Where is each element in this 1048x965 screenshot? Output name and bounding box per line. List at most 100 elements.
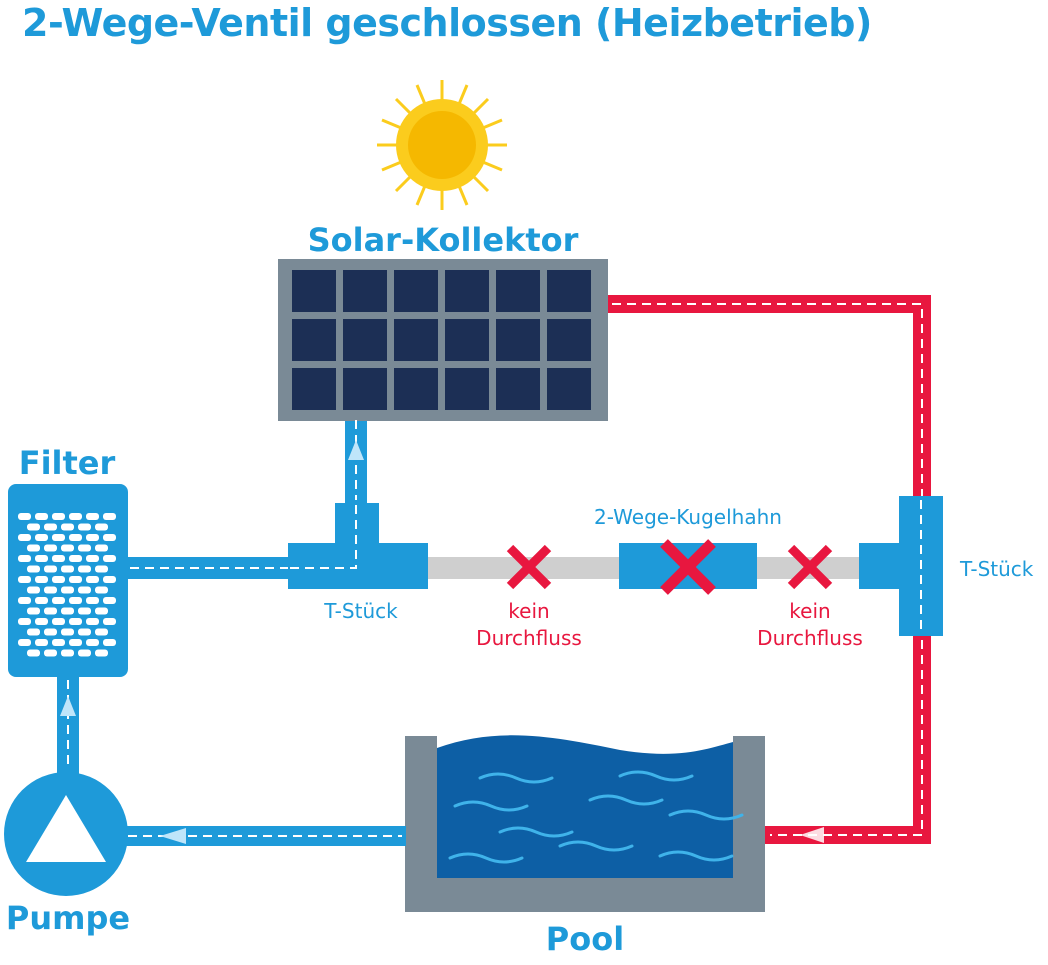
arrow-up-icon [348, 440, 364, 460]
solar-cell [343, 368, 387, 410]
filter-brick [78, 523, 91, 531]
pipe-pool-pump [110, 826, 406, 846]
filter-brick [18, 597, 31, 604]
cross-icon [660, 539, 716, 595]
filter-brick [35, 576, 48, 583]
filter-brick [44, 565, 57, 573]
filter-brick [95, 607, 108, 615]
filter-brick [35, 618, 48, 625]
filter-brick [61, 607, 74, 615]
filter-brick [78, 649, 91, 657]
filter-brick [86, 618, 99, 625]
filter-brick [103, 534, 116, 541]
solar-cell [292, 270, 336, 312]
filter-brick [95, 586, 108, 594]
filter-brick [86, 555, 99, 562]
tee-right-label: T-Stück [960, 557, 1034, 581]
pump-icon [4, 772, 128, 896]
filter-brick [61, 649, 74, 657]
filter-brick [103, 618, 116, 625]
filter-brick [18, 576, 31, 583]
pipe-hot-pool [763, 636, 931, 844]
filter-brick [69, 639, 82, 646]
solar-cell [445, 270, 489, 312]
filter-brick [52, 534, 65, 541]
filter-brick [69, 618, 82, 625]
solar-panel-icon [278, 259, 608, 421]
filter-brick [78, 565, 91, 573]
cross-icon [787, 544, 833, 590]
filter-brick [44, 544, 57, 552]
tee-left [288, 503, 428, 589]
solar-cell [394, 368, 438, 410]
solar-cell [343, 270, 387, 312]
filter-brick [86, 576, 99, 583]
filter-brick [61, 544, 74, 552]
filter-brick [35, 513, 48, 520]
filter-brick [95, 649, 108, 657]
filter-brick [52, 639, 65, 646]
filter-brick [103, 639, 116, 646]
filter-brick [69, 555, 82, 562]
filter-brick [61, 523, 74, 531]
filter-brick [18, 534, 31, 541]
filter-brick [86, 639, 99, 646]
no-flow-right-label: kein Durchfluss [757, 598, 863, 652]
filter-brick [78, 544, 91, 552]
filter-brick [69, 534, 82, 541]
sun-icon [377, 80, 507, 210]
filter-brick [27, 565, 40, 573]
no-flow-left-line1: kein [508, 599, 550, 623]
filter-brick [78, 586, 91, 594]
filter-brick [35, 534, 48, 541]
ball-valve-label: 2-Wege-Kugelhahn [594, 505, 782, 529]
arrow-left-icon [160, 828, 186, 844]
filter-brick [69, 576, 82, 583]
filter-brick [27, 523, 40, 531]
filter-label: Filter [18, 444, 116, 482]
filter-brick [44, 523, 57, 531]
solar-cell [496, 319, 540, 361]
solar-cell [496, 368, 540, 410]
arrow-up-icon [60, 696, 76, 716]
solar-cell [292, 319, 336, 361]
filter-brick [35, 597, 48, 604]
filter-brick [52, 618, 65, 625]
filter-brick [86, 534, 99, 541]
filter-brick [27, 649, 40, 657]
pool-icon [405, 735, 765, 912]
filter-brick [86, 597, 99, 604]
tee-left-label: T-Stück [324, 599, 398, 623]
tee-right [859, 496, 943, 636]
filter-brick [103, 597, 116, 604]
filter-brick [95, 565, 108, 573]
filter-brick [35, 639, 48, 646]
filter-brick [103, 576, 116, 583]
solar-cell [445, 368, 489, 410]
no-flow-left-label: kein Durchfluss [476, 598, 582, 652]
no-flow-right-line1: kein [789, 599, 831, 623]
solar-cell [445, 319, 489, 361]
filter-brick [44, 649, 57, 657]
filter-icon [8, 484, 128, 677]
filter-brick [61, 628, 74, 636]
filter-brick [18, 555, 31, 562]
filter-brick [78, 607, 91, 615]
solar-cell [547, 368, 591, 410]
pump-label: Pumpe [5, 899, 131, 937]
filter-brick [95, 628, 108, 636]
filter-brick [18, 639, 31, 646]
no-flow-left-line2: Durchfluss [476, 626, 582, 650]
solar-cell [547, 270, 591, 312]
solar-cell [292, 368, 336, 410]
filter-brick [44, 607, 57, 615]
filter-brick [69, 513, 82, 520]
pool-label: Pool [545, 920, 625, 958]
solar-cell [343, 319, 387, 361]
solar-collector-label: Solar-Kollektor [307, 221, 579, 259]
solar-cell [394, 270, 438, 312]
filter-brick [44, 586, 57, 594]
filter-brick [27, 628, 40, 636]
filter-brick [27, 607, 40, 615]
